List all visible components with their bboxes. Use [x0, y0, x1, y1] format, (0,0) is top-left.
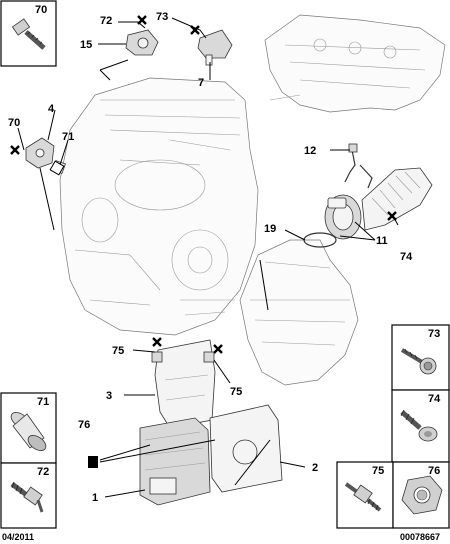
intake-hose [361, 167, 433, 231]
ecu-unit [139, 417, 211, 506]
parts-box-71: 71 [0, 392, 57, 464]
screw-73-icon [400, 348, 437, 375]
parts-box-72: 72 [0, 462, 57, 529]
wiring-harness [344, 143, 373, 189]
callout-73: 73 [156, 11, 168, 23]
callout-1: 1 [92, 492, 98, 504]
parts-box-74: 74 [391, 389, 450, 463]
camshaft-sensor [125, 29, 159, 56]
callout-71: 71 [62, 131, 74, 143]
box-label-71: 71 [37, 396, 49, 408]
ecu-plate [209, 404, 283, 493]
nut-marker [88, 456, 98, 468]
callout-4: 4 [48, 103, 55, 115]
footer-date: 04/2011 [2, 532, 34, 542]
callout-labels: 72 73 15 7 4 70 71 12 19 11 74 75 75 3 7… [8, 11, 413, 504]
box-label-76: 76 [428, 465, 440, 477]
sleeve-71-icon [10, 412, 47, 451]
callout-7: 7 [198, 77, 204, 89]
air-flow-meter [324, 194, 362, 240]
box-label-72: 72 [37, 466, 49, 478]
box-label-73: 73 [428, 328, 440, 340]
parts-box-70: 70 [0, 0, 57, 67]
callout-15: 15 [80, 39, 92, 51]
callout-19: 19 [264, 223, 276, 235]
intake-manifold [264, 14, 446, 113]
parts-box-75: 75 [336, 461, 394, 529]
callout-2: 2 [312, 462, 318, 474]
callout-12: 12 [304, 145, 316, 157]
leader-lines [17, 17, 399, 498]
stud-75-icon [344, 482, 382, 512]
callout-76: 76 [78, 419, 90, 431]
callout-72: 72 [100, 15, 112, 27]
ecu-bracket [151, 339, 216, 429]
box-label-74: 74 [428, 393, 441, 405]
engine-block [59, 77, 259, 336]
callout-74: 74 [400, 251, 413, 263]
screw-74-icon [400, 409, 438, 442]
callout-3: 3 [106, 390, 112, 402]
box-label-70: 70 [35, 4, 47, 16]
sensor-7 [197, 29, 233, 66]
footer-ref: 00078667 [400, 532, 440, 542]
callout-70: 70 [8, 117, 20, 129]
air-filter-box [239, 239, 359, 386]
clip-marker [49, 160, 65, 176]
bolt-70-icon [11, 18, 46, 50]
nut-76-icon [401, 475, 443, 515]
box-label-75: 75 [372, 465, 384, 477]
fastener-markers [10, 15, 397, 354]
bolt-72-icon [10, 481, 44, 513]
callout-75-left: 75 [112, 345, 124, 357]
parts-box-73: 73 [391, 324, 450, 391]
callout-75-right: 75 [230, 386, 242, 398]
callout-11: 11 [376, 235, 388, 247]
parts-box-76: 76 [392, 461, 450, 529]
